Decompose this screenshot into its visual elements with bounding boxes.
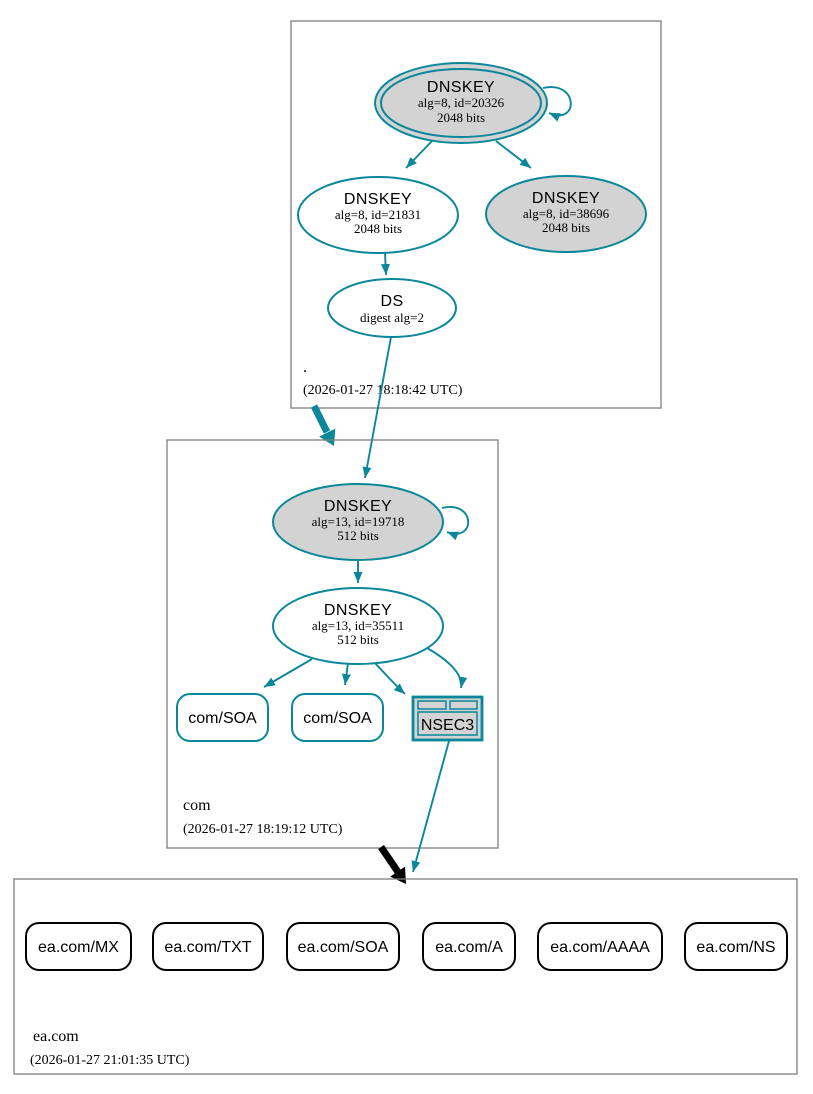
node-com-dnskey-35511: DNSKEY alg=13, id=35511 512 bits xyxy=(272,587,444,665)
root-zone-border xyxy=(290,20,662,409)
node-root-dnskey-20326: DNSKEY alg=8, id=20326 2048 bits xyxy=(374,62,548,144)
nsec3-label: NSEC3 xyxy=(421,717,474,734)
ea-txt-rect xyxy=(152,922,264,971)
ea-soa-rect xyxy=(286,922,400,971)
root-ksk-title: DNSKEY xyxy=(427,79,495,96)
com-ksk-alg: alg=13, id=19718 xyxy=(312,514,405,529)
com-zsk-alg: alg=13, id=35511 xyxy=(312,618,404,633)
root-ds-title: DS xyxy=(380,293,403,310)
root-key2-bits: 2048 bits xyxy=(542,220,590,235)
root-zsk-alg: alg=8, id=21831 xyxy=(335,207,421,222)
zone-box-ea-com: ea.com (2026-01-27 21:01:35 UTC) ea.com/… xyxy=(13,878,798,1075)
edge-com-ksk-selfloop xyxy=(441,506,470,541)
root-zone-label: . xyxy=(303,359,307,376)
node-root-dnskey-21831: DNSKEY alg=8, id=21831 2048 bits xyxy=(297,176,459,254)
node-ea-com-mx: ea.com/MX xyxy=(25,922,132,971)
root-key2-ellipse xyxy=(485,175,647,253)
ea-a-rect xyxy=(422,922,516,971)
node-ea-com-txt: ea.com/TXT xyxy=(152,922,264,971)
root-ds-detail: digest alg=2 xyxy=(360,310,424,325)
com-zone-label: com xyxy=(183,797,211,814)
delegation-arrow-root-to-com xyxy=(310,404,336,446)
edge-root-ksk-to-key2 xyxy=(495,140,532,169)
ea-mx-rect xyxy=(25,922,132,971)
delegation-root-com-shaft xyxy=(310,404,331,434)
com-zsk-ellipse xyxy=(272,587,444,665)
com-zsk-bits: 512 bits xyxy=(337,632,379,647)
nsec3-cell-main xyxy=(417,711,478,736)
node-ea-com-a: ea.com/A xyxy=(422,922,516,971)
zone-box-root: . (2026-01-27 18:18:42 UTC) DNSKEY alg=8… xyxy=(290,20,662,409)
root-ds-ellipse xyxy=(327,278,457,338)
node-ea-com-ns: ea.com/NS xyxy=(684,922,788,971)
delegation-com-ea-head xyxy=(390,866,406,884)
com-ksk-ellipse xyxy=(272,483,444,561)
root-zsk-bits: 2048 bits xyxy=(354,221,402,236)
com-ksk-title: DNSKEY xyxy=(324,498,392,515)
node-com-soa-1: com/SOA xyxy=(176,693,269,742)
node-com-soa-2: com/SOA xyxy=(291,693,384,742)
root-zone-timestamp: (2026-01-27 18:18:42 UTC) xyxy=(303,383,463,398)
edge-root-ksk-selfloop xyxy=(542,86,572,122)
edge-com-zsk-to-nsec3-right xyxy=(426,647,468,689)
ea-txt-label: ea.com/TXT xyxy=(164,939,251,956)
ea-mx-label: ea.com/MX xyxy=(38,939,119,956)
root-key2-alg: alg=8, id=38696 xyxy=(523,206,610,221)
com-soa2-rect xyxy=(291,693,384,742)
delegation-arrow-com-to-ea xyxy=(378,845,406,884)
root-key2-title: DNSKEY xyxy=(532,190,600,207)
root-zsk-ellipse xyxy=(297,176,459,254)
com-soa2-label: com/SOA xyxy=(303,710,372,727)
edge-com-zsk-to-soa2 xyxy=(342,662,351,686)
com-zone-border xyxy=(166,439,499,849)
ea-zone-border xyxy=(13,878,798,1075)
root-ksk-bits: 2048 bits xyxy=(437,110,485,125)
com-zone-timestamp: (2026-01-27 18:19:12 UTC) xyxy=(183,822,343,837)
ea-soa-label: ea.com/SOA xyxy=(298,939,389,956)
edge-ds-to-com-ksk xyxy=(362,336,392,479)
node-com-nsec3: NSEC3 xyxy=(411,695,484,742)
ea-a-label: ea.com/A xyxy=(435,939,503,956)
edge-nsec3-to-ea-zone xyxy=(411,740,450,873)
zone-box-com: com (2026-01-27 18:19:12 UTC) DNSKEY alg… xyxy=(166,439,499,849)
nsec3-cell-left xyxy=(417,700,447,710)
ea-ns-rect xyxy=(684,922,788,971)
com-soa1-label: com/SOA xyxy=(188,710,257,727)
ea-ns-label: ea.com/NS xyxy=(696,939,775,956)
com-ksk-bits: 512 bits xyxy=(337,528,379,543)
node-root-ds: DS digest alg=2 xyxy=(327,278,457,338)
com-soa1-rect xyxy=(176,693,269,742)
node-ea-com-aaaa: ea.com/AAAA xyxy=(537,922,663,971)
ea-aaaa-label: ea.com/AAAA xyxy=(550,939,650,956)
node-com-dnskey-19718: DNSKEY alg=13, id=19718 512 bits xyxy=(272,483,444,561)
node-ea-com-soa: ea.com/SOA xyxy=(286,922,400,971)
root-ksk-alg: alg=8, id=20326 xyxy=(418,95,505,110)
delegation-com-ea-shaft xyxy=(378,845,401,874)
root-zsk-title: DNSKEY xyxy=(344,191,412,208)
ea-aaaa-rect xyxy=(537,922,663,971)
com-zsk-title: DNSKEY xyxy=(324,602,392,619)
edge-root-zsk-to-ds xyxy=(381,252,390,276)
node-root-dnskey-38696: DNSKEY alg=8, id=38696 2048 bits xyxy=(485,175,647,253)
root-ksk-inner-ellipse xyxy=(380,68,542,138)
nsec3-cell-right xyxy=(449,700,478,710)
edge-com-zsk-to-soa1 xyxy=(263,658,313,688)
edge-com-zsk-to-nsec3-left xyxy=(372,660,406,695)
ea-zone-label: ea.com xyxy=(33,1028,79,1045)
edge-root-ksk-to-zsk xyxy=(405,139,434,169)
ea-zone-timestamp: (2026-01-27 21:01:35 UTC) xyxy=(30,1053,190,1068)
delegation-root-com-head xyxy=(319,428,336,446)
